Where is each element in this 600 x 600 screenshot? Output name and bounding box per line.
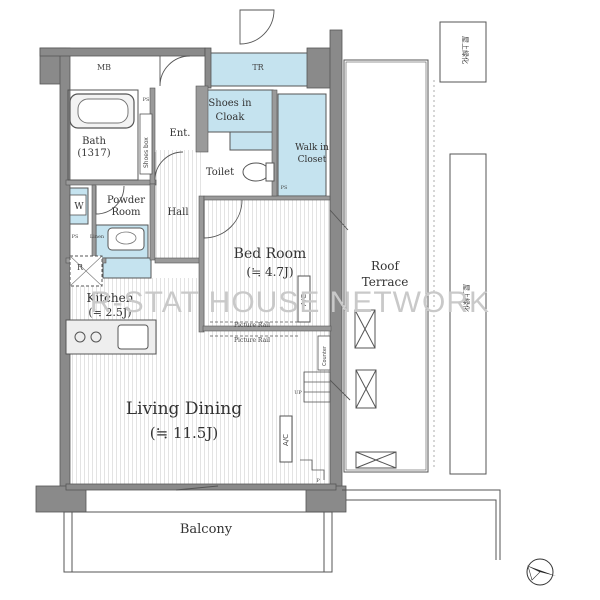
tr-area xyxy=(208,52,310,87)
picture-rail-label-1: Picture Rail xyxy=(234,322,270,329)
counter-shelf xyxy=(317,335,331,371)
washer xyxy=(69,194,87,216)
hall-label: Hall xyxy=(167,207,188,218)
bedroom-label-2: (≒ 4.7J) xyxy=(246,265,293,279)
roof-terrace-label-1: Roof xyxy=(371,259,400,273)
shoes-box-label: Shoes box xyxy=(143,137,150,168)
bedroom-label-1: Bed Room xyxy=(234,246,307,262)
north-arrow-icon xyxy=(526,558,556,586)
wash-basin xyxy=(107,227,145,251)
living-dining-label-2: (≒ 11.5J) xyxy=(150,424,218,442)
picture-rail-label-2: Picture Rail xyxy=(234,337,270,344)
ps-label-2: PS xyxy=(72,234,79,240)
outer-walls xyxy=(35,29,347,513)
kitchen-blue-area xyxy=(102,257,152,279)
kitchen-label-2: (≒ 2.5J) xyxy=(88,306,131,319)
roof-terrace xyxy=(342,59,501,560)
shoes-cloak-area xyxy=(204,89,274,133)
steps xyxy=(300,371,331,480)
doors xyxy=(95,9,351,491)
kitchen-label-1: Kitchen xyxy=(87,291,134,305)
bath-label-1: Bath xyxy=(82,136,106,147)
interior-walls xyxy=(65,85,332,333)
toilet-shelf xyxy=(229,131,275,151)
powder-room-label-2: Room xyxy=(111,207,141,218)
ac-unit-living xyxy=(279,415,293,463)
toilet-label: Toilet xyxy=(206,167,234,178)
ps-label-3: PS xyxy=(281,185,288,191)
roof-terrace-label-2: Terrace xyxy=(362,275,409,289)
shoes-cloak-label-1: Shoes in xyxy=(208,98,252,109)
tr-label: TR xyxy=(252,63,264,72)
powder-room-label-1: Powder xyxy=(107,195,145,206)
watermark: R-STAT HOUSE NETWORK xyxy=(90,286,490,319)
ac-label-living: A/C xyxy=(282,434,290,446)
bath-enclosure xyxy=(67,89,139,181)
toilet-fixture xyxy=(242,162,275,182)
fridge-label: R xyxy=(77,263,84,272)
rooftop-green-label-2: 屋上緑化 xyxy=(462,284,471,312)
kitchen-counter xyxy=(65,319,157,355)
fridge xyxy=(69,255,103,287)
hall-floor xyxy=(150,150,202,260)
counter-label: Counter xyxy=(322,345,328,366)
balcony-area xyxy=(63,511,333,573)
ent-label: Ent. xyxy=(170,128,191,139)
walk-closet-area xyxy=(277,93,327,197)
walk-closet-label-1: Walk in xyxy=(295,143,329,153)
p-label: P xyxy=(316,478,320,484)
mb-label: MB xyxy=(97,63,111,72)
bathtub xyxy=(69,93,135,129)
ac-unit-bedroom xyxy=(297,275,311,323)
walk-closet-label-2: Closet xyxy=(298,155,327,165)
picture-rails xyxy=(210,321,300,337)
living-dining-label-1: Living Dining xyxy=(126,399,242,419)
ac-label-bedroom: A/C xyxy=(300,294,308,306)
green-roof xyxy=(439,21,487,475)
washer-label: W xyxy=(74,202,84,212)
linen-label: Linen xyxy=(90,234,105,240)
rooftop-green-label-1: 屋上緑化 xyxy=(461,36,470,64)
shoes-box xyxy=(139,113,153,175)
shoes-cloak-label-2: Cloak xyxy=(216,112,246,123)
bath-label-2: (1317) xyxy=(77,148,110,159)
ps-label-1: PS xyxy=(143,97,150,103)
balcony-label: Balcony xyxy=(180,522,233,537)
up-label: UP xyxy=(294,390,302,396)
